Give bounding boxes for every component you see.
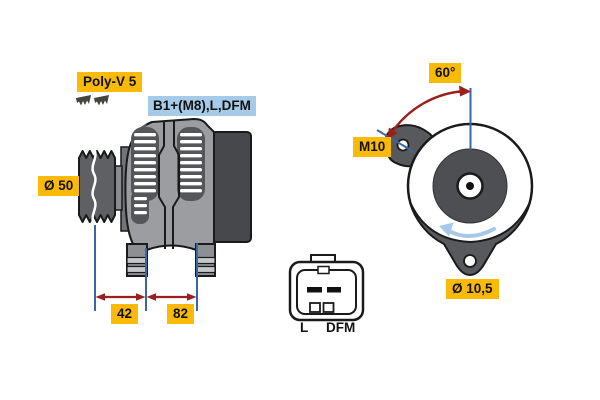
rear-housing-block bbox=[211, 131, 252, 243]
dimension-82-label: 82 bbox=[167, 304, 195, 324]
vent-slots-right bbox=[177, 127, 205, 201]
m10-axis-line bbox=[376, 129, 415, 153]
hole-diameter-label: Ø 10,5 bbox=[446, 279, 499, 299]
connector-pin-l bbox=[307, 287, 322, 293]
belt-type-label: Poly-V 5 bbox=[77, 72, 143, 92]
dimension-42-label: 42 bbox=[111, 304, 139, 324]
angle-arrowhead-top bbox=[459, 85, 471, 97]
connector-plug bbox=[288, 254, 365, 322]
connector-outer-shell bbox=[288, 260, 365, 322]
connector-coding-slot-1 bbox=[309, 302, 321, 313]
connector-coding-slot-2 bbox=[322, 302, 335, 313]
angle-60-label: 60° bbox=[429, 63, 462, 83]
connector-key-notch bbox=[317, 265, 330, 275]
angle-arrowhead-left bbox=[387, 127, 398, 140]
angle-arc-60deg bbox=[387, 89, 469, 138]
foot-gap bbox=[146, 245, 197, 282]
connector-pin-dfm bbox=[327, 287, 341, 293]
shaft-center-dot bbox=[466, 182, 474, 190]
pulley-break-line bbox=[91, 148, 97, 225]
vent-slots-left bbox=[131, 127, 159, 224]
mounting-hole-10-5 bbox=[463, 254, 477, 268]
connector-pin-dfm-label: DFM bbox=[326, 320, 356, 335]
mounting-foot-right bbox=[195, 243, 216, 277]
dimension-lines-side bbox=[94, 225, 198, 311]
foot-gap-outline bbox=[146, 244, 197, 251]
terminal-label: B1+(M8),L,DFM bbox=[148, 96, 256, 116]
pulley bbox=[78, 150, 116, 223]
central-rib-right-edge bbox=[172, 120, 180, 249]
connector-pin-l-label: L bbox=[300, 320, 309, 335]
rotation-direction-arrow bbox=[447, 227, 496, 238]
pulley-diameter-label: Ø 50 bbox=[38, 176, 80, 196]
rotation-arrowhead bbox=[439, 222, 454, 237]
alternator-rear-view bbox=[376, 85, 534, 276]
alternator-side-view bbox=[78, 118, 252, 282]
thread-m10-label: M10 bbox=[353, 137, 392, 157]
mounting-foot-left bbox=[126, 243, 148, 277]
poly-v-belt-profile-icon bbox=[76, 95, 109, 106]
central-rib-left-edge bbox=[158, 121, 166, 249]
